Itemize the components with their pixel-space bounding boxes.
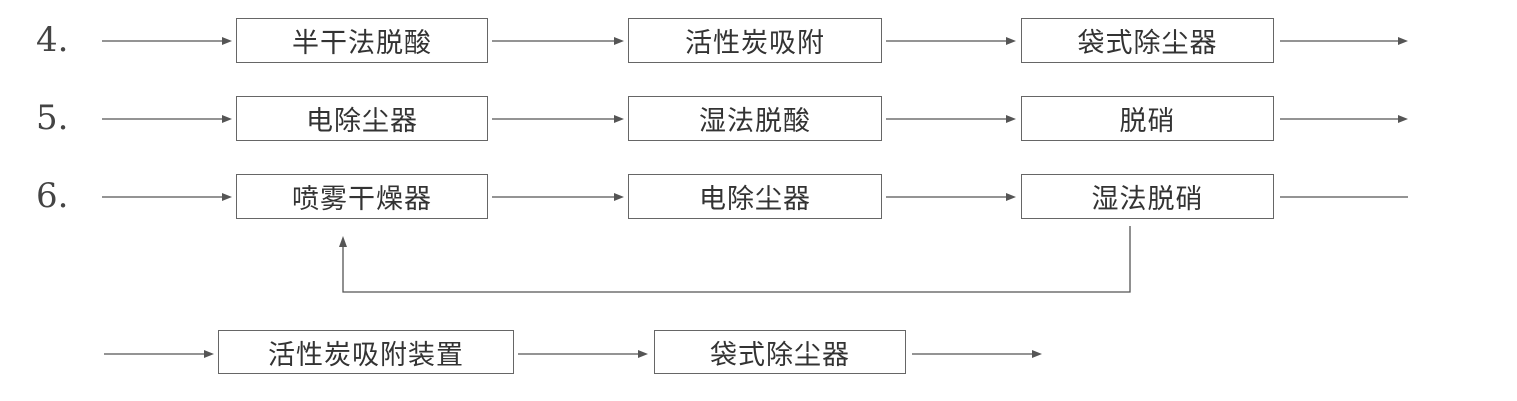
process-box-electrostatic-precipitator-2: 电除尘器 xyxy=(628,174,882,219)
arrowhead xyxy=(222,37,232,45)
arrowhead xyxy=(339,236,347,247)
arrowhead xyxy=(1032,350,1042,358)
process-box-bag-filter-2: 袋式除尘器 xyxy=(654,330,906,374)
process-box-wet-denitration: 湿法脱硝 xyxy=(1021,174,1274,219)
arrowhead xyxy=(614,193,624,201)
arrowhead xyxy=(222,193,232,201)
process-box-activated-carbon-device: 活性炭吸附装置 xyxy=(218,330,514,374)
loopback-connector xyxy=(339,226,1131,293)
arrowhead xyxy=(1006,193,1016,201)
row-4-number: 4. xyxy=(36,20,69,60)
process-box-denitration: 脱硝 xyxy=(1021,96,1274,141)
arrowhead xyxy=(1398,115,1408,123)
arrowhead xyxy=(204,350,214,358)
arrowhead xyxy=(638,350,648,358)
arrowhead xyxy=(1006,115,1016,123)
process-box-spray-dryer: 喷雾干燥器 xyxy=(236,174,488,219)
row-5-number: 5. xyxy=(36,98,69,138)
process-box-activated-carbon: 活性炭吸附 xyxy=(628,18,882,63)
arrowhead xyxy=(1398,37,1408,45)
arrowhead xyxy=(1006,37,1016,45)
process-box-semi-dry-deacid: 半干法脱酸 xyxy=(236,18,488,63)
process-box-wet-deacid: 湿法脱酸 xyxy=(628,96,882,141)
arrowhead xyxy=(222,115,232,123)
process-box-electrostatic-precipitator: 电除尘器 xyxy=(236,96,488,141)
arrowhead xyxy=(614,37,624,45)
row-6-number: 6. xyxy=(36,176,69,216)
arrowhead xyxy=(614,115,624,123)
loopback-line xyxy=(342,226,1131,293)
process-box-bag-filter: 袋式除尘器 xyxy=(1021,18,1274,63)
